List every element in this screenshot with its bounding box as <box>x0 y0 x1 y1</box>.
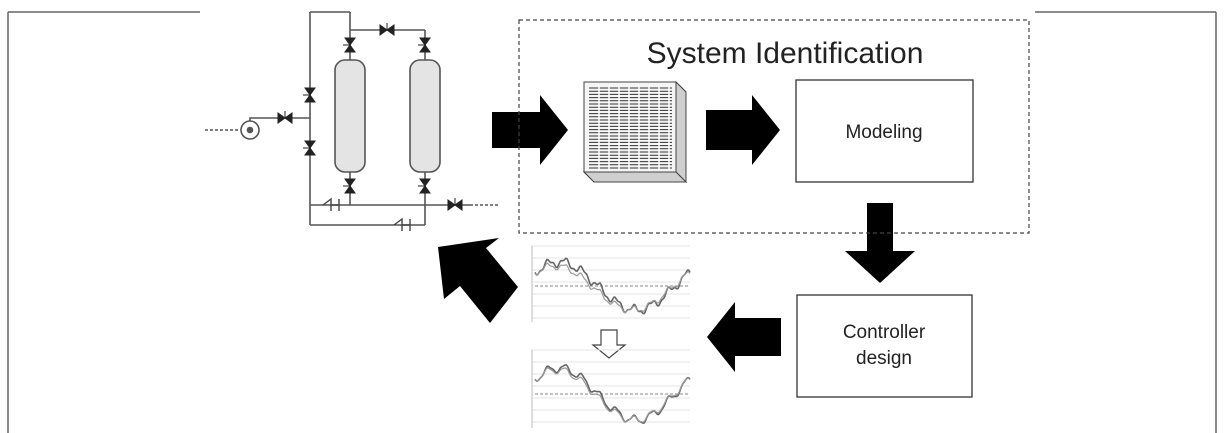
valve-icon <box>418 178 431 194</box>
valves <box>277 23 463 211</box>
adsorber-vessel-right <box>409 59 441 173</box>
check-valve-icon <box>322 197 340 211</box>
modeling-box <box>795 79 974 183</box>
system-identification-box <box>518 19 1030 234</box>
check-valves <box>322 197 411 231</box>
valve-icon <box>343 178 356 194</box>
valve-icon <box>303 140 316 156</box>
response-curve <box>534 257 691 315</box>
check-valve-icon <box>393 217 411 231</box>
controller-design-box <box>796 294 973 398</box>
arrow-response-to-plant <box>438 238 518 323</box>
response-plot-after <box>531 349 691 428</box>
data-sheet-icon <box>582 80 688 184</box>
controller-label-line1: Controller <box>843 322 926 343</box>
valve-icon <box>379 23 395 36</box>
response-curve <box>534 262 691 314</box>
arrow-plant-to-data <box>492 95 568 165</box>
valve-icon <box>303 87 316 103</box>
arrow-modeling-to-controller <box>845 203 915 283</box>
response-curve <box>534 363 691 425</box>
adsorber-vessel-left <box>334 59 366 173</box>
page-frame <box>7 11 1217 433</box>
valve-icon <box>418 37 431 53</box>
system-identification-title: System Identification <box>647 37 924 70</box>
response-curve <box>534 367 691 423</box>
modeling-label: Modeling <box>845 122 922 143</box>
response-plot-before <box>531 245 691 322</box>
pump-icon <box>240 120 260 140</box>
block-arrows <box>438 95 915 372</box>
valve-icon <box>277 111 293 124</box>
arrow-controller-to-response <box>707 302 781 372</box>
arrow-data-to-modeling <box>706 95 780 165</box>
plant-schematic <box>205 11 500 226</box>
down-arrow-icon <box>591 329 627 359</box>
controller-label-line2: design <box>856 348 912 369</box>
valve-icon <box>447 198 463 211</box>
valve-icon <box>343 37 356 53</box>
